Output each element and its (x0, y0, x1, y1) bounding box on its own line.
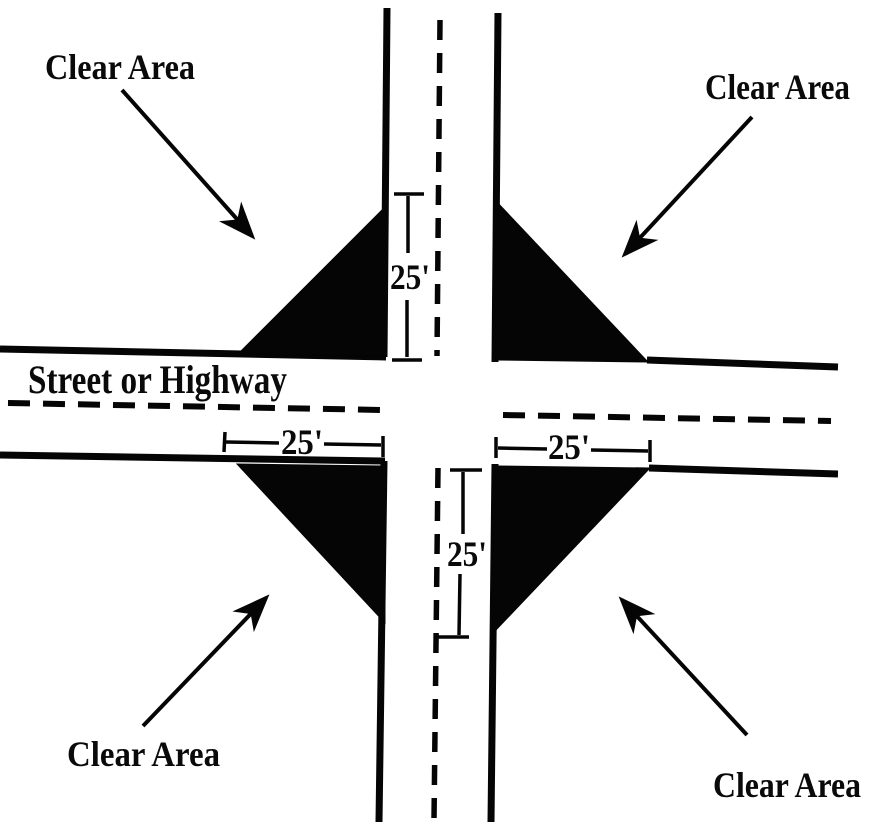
clear-area-label-top-right: Clear Area (705, 67, 850, 107)
horizontal-street-left-bottom-edge (0, 451, 386, 465)
clear-area-arrow-bottom-left (141, 594, 270, 728)
vertical-street-top-centerline (434, 19, 443, 357)
dimension-label-top-vertical: 25' (390, 257, 430, 297)
dim-extension-line (323, 442, 382, 447)
vertical-street-bottom-right-edge (487, 463, 499, 823)
clear-area-triangle-top-right (495, 199, 650, 363)
horizontal-street-right-top-edge (646, 356, 839, 371)
horizontal-street-right-bottom-edge (648, 464, 839, 478)
dim-extension-line (497, 446, 548, 451)
horizontal-street-right-centerline (502, 412, 832, 424)
clear-area-label-bottom-right: Clear Area (713, 765, 861, 805)
dim-tick (222, 431, 227, 453)
dimension-label-bottom-left-horizontal: 25' (281, 422, 323, 462)
dimension-bottom-left-horizontal: 25' (222, 422, 385, 462)
horizontal-street-left-centerline (7, 400, 384, 413)
vertical-street-top (380, 7, 502, 363)
street-or-highway-label: Street or Highway (28, 357, 287, 402)
clear-area-label-top-left: Clear Area (45, 47, 195, 87)
clear-area-arrow-top-left (120, 88, 256, 240)
vertical-street-bottom-centerline (431, 467, 441, 821)
horizontal-street-left-top-edge (0, 345, 387, 361)
dim-extension-line (457, 573, 462, 636)
clear-area-triangle-bottom-left (235, 463, 386, 625)
clear-area-triangle-bottom-right (495, 465, 652, 632)
dim-extension-line (225, 440, 280, 445)
dim-extension-line (590, 448, 649, 453)
horizontal-street-right (502, 356, 839, 478)
clear-area-label-bottom-left: Clear Area (67, 734, 220, 774)
vertical-street-bottom (375, 460, 499, 823)
dimension-label-bottom-center-vertical: 25' (447, 534, 487, 574)
dimension-bottom-right-horizontal: 25' (494, 427, 652, 467)
dimension-label-bottom-right-horizontal: 25' (548, 427, 590, 467)
dimension-top-vertical: 25' (390, 192, 430, 362)
clear-area-arrow-bottom-right (618, 596, 749, 737)
dimension-bottom-center-vertical: 25' (437, 468, 487, 639)
clear-area-arrow-top-right (621, 115, 754, 258)
horizontal-street-left (0, 345, 387, 465)
clear-area-triangle-top-left (236, 204, 387, 357)
